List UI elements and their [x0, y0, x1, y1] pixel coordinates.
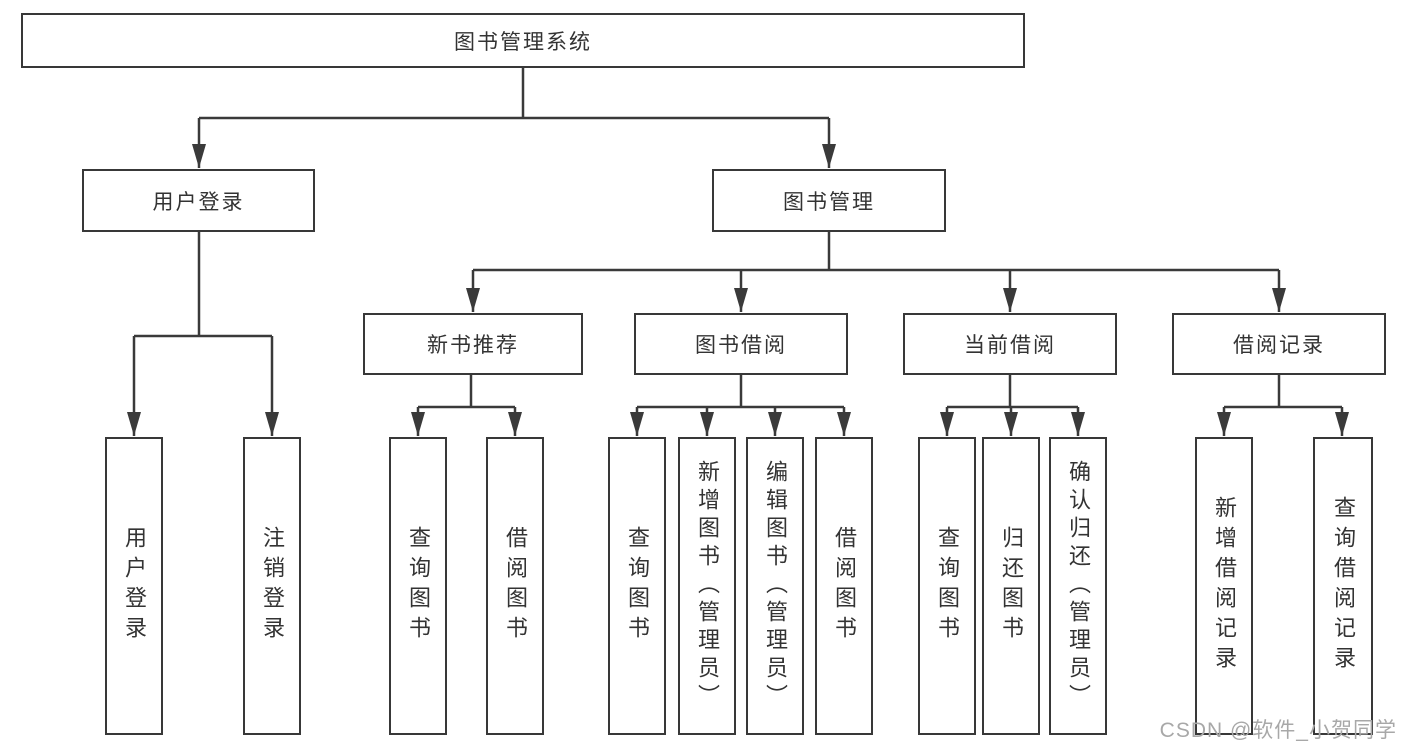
leaf-logout: 注销登录 — [243, 437, 301, 735]
node-borrow-records: 借阅记录 — [1172, 313, 1386, 375]
leaf-confirm-return-admin: 确认归还（管理员） — [1049, 437, 1107, 735]
leaf-query-books-borrow: 查询图书 — [608, 437, 666, 735]
leaf-query-borrow-record: 查询借阅记录 — [1313, 437, 1373, 735]
leaf-query-books-current: 查询图书 — [918, 437, 976, 735]
node-user-login: 用户登录 — [82, 169, 315, 232]
leaf-query-books-recommend: 查询图书 — [389, 437, 447, 735]
connector-group — [127, 68, 1349, 436]
node-book-borrow: 图书借阅 — [634, 313, 848, 375]
leaf-return-books: 归还图书 — [982, 437, 1040, 735]
leaf-edit-books-admin: 编辑图书（管理员） — [746, 437, 804, 735]
csdn-watermark: CSDN @软件_小贺同学 — [1159, 719, 1397, 742]
node-book-management: 图书管理 — [712, 169, 946, 232]
leaf-add-books-admin: 新增图书（管理员） — [678, 437, 736, 735]
leaf-borrow-books: 借阅图书 — [815, 437, 873, 735]
node-root-system: 图书管理系统 — [21, 13, 1025, 68]
node-new-book-recommend: 新书推荐 — [363, 313, 583, 375]
leaf-add-borrow-record: 新增借阅记录 — [1195, 437, 1253, 735]
leaf-user-login: 用户登录 — [105, 437, 163, 735]
node-current-borrow: 当前借阅 — [903, 313, 1117, 375]
leaf-borrow-books-recommend: 借阅图书 — [486, 437, 544, 735]
